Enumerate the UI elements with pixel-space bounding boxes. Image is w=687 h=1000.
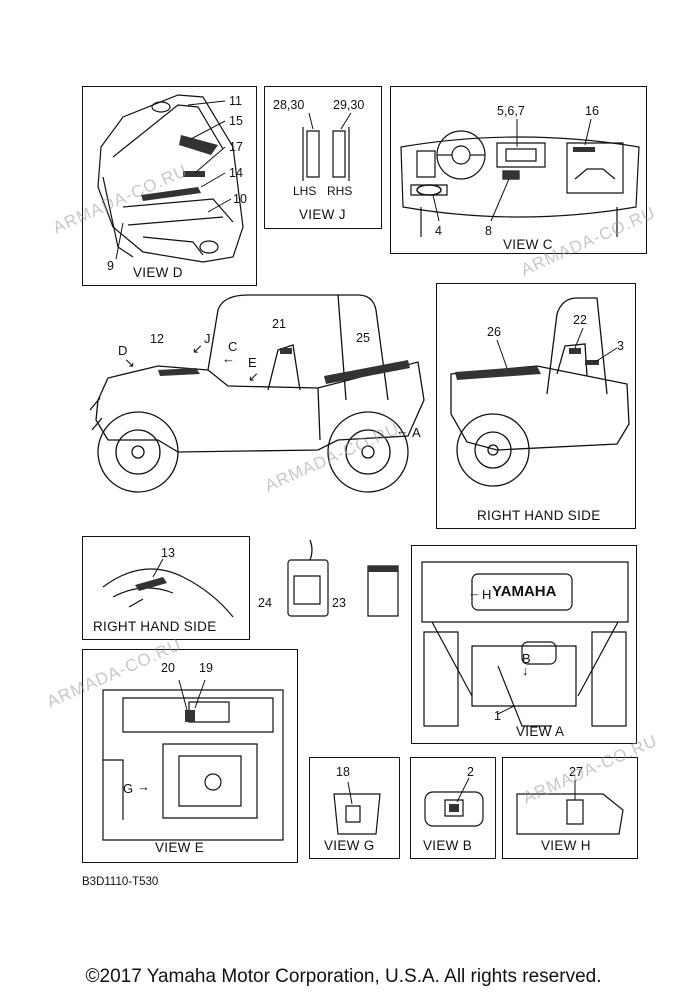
arrow-c: C <box>228 339 238 354</box>
arrow-j-glyph: ↙ <box>192 341 203 356</box>
view-b-drawing <box>411 758 497 860</box>
right-side-caption: RIGHT HAND SIDE <box>477 508 601 523</box>
view-h-caption: VIEW H <box>541 838 591 853</box>
view-h-drawing <box>503 758 639 860</box>
rhs-13-caption: RIGHT HAND SIDE <box>93 619 217 634</box>
diagram-code: B3D1110-T530 <box>82 876 159 888</box>
callout-10: 10 <box>233 192 247 206</box>
view-h-panel: 27 VIEW H <box>502 757 638 859</box>
arrow-h: H <box>482 587 492 602</box>
view-j-decals-drawing <box>265 87 383 230</box>
arrow-a-glyph: ← <box>396 423 409 438</box>
view-a-panel: YAMAHA ← H B ↓ 1 VIEW A <box>411 545 637 744</box>
view-e-drawing <box>83 650 299 864</box>
callout-2: 2 <box>467 765 474 779</box>
view-e-panel: 20 19 G → VIEW E <box>82 649 298 863</box>
callout-21: 21 <box>272 317 286 331</box>
lhs-label: LHS <box>293 184 317 198</box>
view-j-panel: 28,30 29,30 LHS RHS VIEW J <box>264 86 382 229</box>
callout-13: 13 <box>161 546 175 560</box>
view-d-caption: VIEW D <box>133 265 183 280</box>
callout-1: 1 <box>494 709 501 723</box>
view-j-caption: VIEW J <box>299 207 346 222</box>
rhs-13-drawing <box>83 537 251 641</box>
view-a-brand: YAMAHA <box>492 583 557 600</box>
callout-27: 27 <box>569 765 583 779</box>
callout-3: 3 <box>617 339 624 353</box>
callout-15: 15 <box>229 114 243 128</box>
arrow-b: B <box>522 651 531 666</box>
arrow-e: E <box>248 355 257 370</box>
view-b-caption: VIEW B <box>423 838 473 853</box>
callout-4: 4 <box>435 224 442 238</box>
callout-29-30: 29,30 <box>333 98 365 112</box>
view-g-caption: VIEW G <box>324 838 375 853</box>
callout-24: 24 <box>258 596 272 610</box>
callout-8: 8 <box>485 224 492 238</box>
callout-5-6-7: 5,6,7 <box>497 104 525 118</box>
callout-14: 14 <box>229 166 243 180</box>
view-c-panel: 5,6,7 16 4 8 VIEW C <box>390 86 647 254</box>
view-a-caption: VIEW A <box>516 724 565 739</box>
callout-26: 26 <box>487 325 501 339</box>
callout-23: 23 <box>332 596 346 610</box>
callout-25: 25 <box>356 331 370 345</box>
view-c-caption: VIEW C <box>503 237 553 252</box>
tags-drawing <box>270 536 400 626</box>
rhs-label: RHS <box>327 184 353 198</box>
rhs-13-panel: 13 RIGHT HAND SIDE <box>82 536 250 640</box>
arrow-a: A <box>412 425 421 440</box>
arrow-g-glyph: → <box>137 779 150 794</box>
arrow-j: J <box>204 331 211 346</box>
right-side-panel: 26 22 3 RIGHT HAND SIDE <box>436 283 636 529</box>
vehicle-right-side-drawing <box>437 284 637 530</box>
callout-22: 22 <box>573 313 587 327</box>
view-d-panel: 11 15 17 14 10 9 VIEW D <box>82 86 257 286</box>
callout-19: 19 <box>199 661 213 675</box>
arrow-g: G <box>123 781 134 796</box>
copyright-notice: ©2017 Yamaha Motor Corporation, U.S.A. A… <box>85 966 602 987</box>
arrow-h-glyph: ← <box>468 585 481 600</box>
view-a-rear-drawing <box>412 546 638 745</box>
view-e-caption: VIEW E <box>155 840 205 855</box>
callout-16: 16 <box>585 104 599 118</box>
callout-12: 12 <box>150 332 164 346</box>
callout-18: 18 <box>336 765 350 779</box>
vehicle-left-side-drawing <box>88 290 428 500</box>
view-b-panel: 2 VIEW B <box>410 757 496 859</box>
callout-28-30: 28,30 <box>273 98 305 112</box>
callout-9: 9 <box>107 259 114 273</box>
arrow-b-glyph: ↓ <box>522 663 529 678</box>
callout-17: 17 <box>229 140 243 154</box>
view-c-dashboard-drawing <box>391 87 648 255</box>
arrow-e-glyph: ↙ <box>248 369 259 384</box>
view-g-panel: 18 VIEW G <box>309 757 400 859</box>
arrow-d-glyph: ↘ <box>124 355 135 370</box>
arrow-c-glyph: ← <box>222 351 235 366</box>
arrow-d: D <box>118 343 128 358</box>
callout-20: 20 <box>161 661 175 675</box>
view-d-hood-drawing <box>83 87 258 287</box>
view-g-drawing <box>310 758 401 860</box>
callout-11: 11 <box>229 94 242 108</box>
